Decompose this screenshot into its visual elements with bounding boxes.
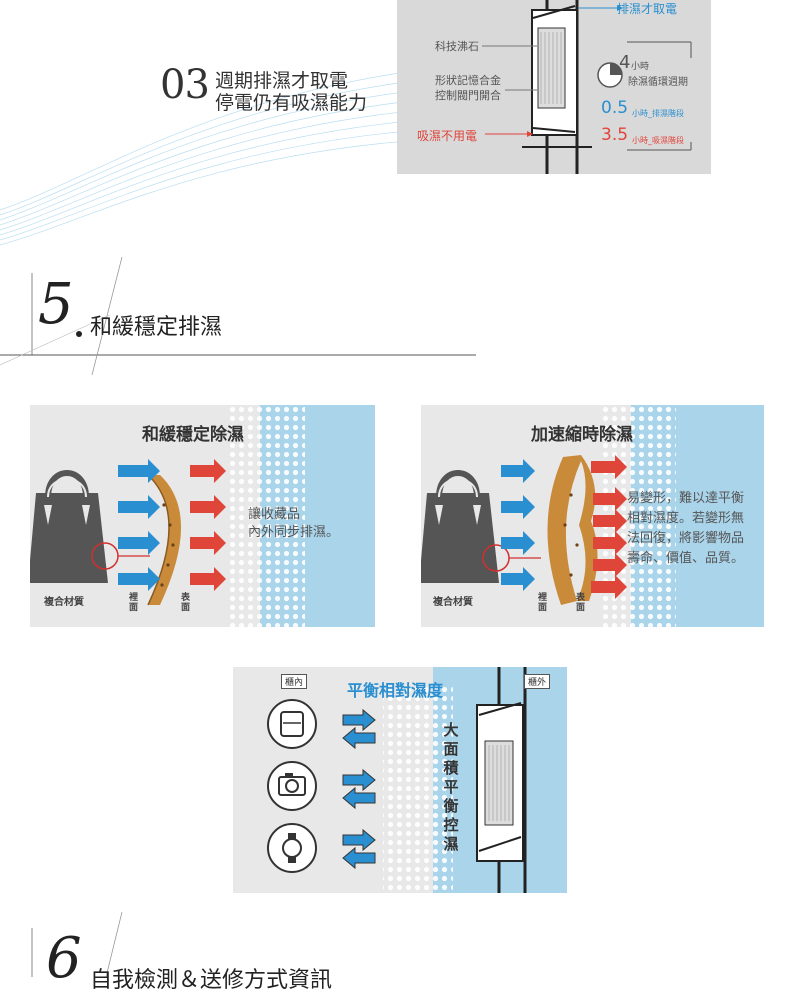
- cycle-unit: 小時: [631, 62, 650, 72]
- gentle-panel-graphics: [30, 405, 375, 627]
- discharge-label: 小時_排濕階段: [632, 109, 684, 118]
- outside-tag: 櫃外: [524, 674, 551, 689]
- material-label: 複合材質: [44, 597, 84, 608]
- gentle-desc-line-2: 內外同步排濕。: [248, 525, 340, 540]
- section-6-title: 自我檢測＆送修方式資訊: [90, 968, 333, 993]
- fast-panel-graphics: [421, 405, 764, 627]
- section-3-line-1: 週期排濕才取電: [215, 70, 349, 92]
- cycle-label: 除濕循環週期: [628, 77, 688, 88]
- zeolite-label: 科技沸石: [435, 40, 479, 53]
- section-5-number: 5: [38, 272, 74, 337]
- absorb-value: 3.5: [601, 125, 629, 145]
- alloy-label-1: 形狀記憶合金: [435, 74, 501, 87]
- absorb-label: 小時_吸濕階段: [632, 136, 684, 145]
- fast-desc-line-2: 相對濕度。若變形無: [627, 511, 745, 526]
- section-3-number: 03: [160, 62, 210, 108]
- decorative-waves: [0, 69, 420, 246]
- no-power-label: 吸濕不用電: [417, 129, 478, 143]
- fast-desc-line-1: 易變形，難以達平衡: [627, 491, 745, 506]
- balance-panel-title: 平衡相對濕度: [347, 681, 444, 700]
- discharge-value: 0.5: [601, 98, 629, 118]
- inner-label: 裡面: [538, 593, 548, 613]
- section-5-title: 和緩穩定排濕: [90, 315, 223, 340]
- section-6-heading-decoration: [31, 911, 123, 977]
- section-5-heading-decoration: [0, 256, 476, 375]
- balance-vertical-text: 大面積平衡控濕: [443, 721, 459, 853]
- inside-tag: 櫃內: [281, 674, 308, 689]
- outer-label: 表面: [576, 593, 586, 613]
- cycle-diagram-graphics: [482, 0, 692, 174]
- fast-desc-line-3: 法回復，將影響物品: [627, 531, 745, 546]
- section-5-number-dot: [76, 331, 82, 337]
- cycle-hours: 4: [619, 52, 631, 73]
- gentle-dehumidify-panel: 和緩穩定除濕 讓收藏品 內外同步排濕。 複合材質 裡面 表面: [30, 405, 375, 627]
- gentle-desc-line-1: 讓收藏品: [248, 507, 301, 522]
- alloy-label-2: 控制閥門開合: [435, 89, 501, 102]
- balance-humidity-panel: 櫃內 櫃外 平衡相對濕度 大面積平衡控濕: [233, 667, 567, 893]
- inner-label: 裡面: [129, 593, 139, 613]
- fast-desc-line-4: 壽命、價值、品質。: [627, 551, 745, 566]
- section-3-line-2: 停電仍有吸濕能力: [215, 92, 368, 114]
- gentle-panel-title: 和緩穩定除濕: [142, 425, 244, 445]
- top-label: 排濕才取電: [617, 2, 678, 16]
- fast-dehumidify-panel: 加速縮時除濕 易變形，難以達平衡 相對濕度。若變形無 法回復，將影響物品 壽命、…: [421, 405, 764, 627]
- material-label: 複合材質: [433, 597, 473, 608]
- balance-panel-graphics: [267, 667, 567, 893]
- section-6-number: 6: [46, 926, 82, 991]
- outer-label: 表面: [181, 593, 191, 613]
- fast-panel-title: 加速縮時除濕: [531, 425, 633, 445]
- dehumidify-cycle-diagram: 排濕才取電 科技沸石 形狀記憶合金 控制閥門開合 吸濕不用電 4 小時 除濕循環…: [397, 0, 711, 174]
